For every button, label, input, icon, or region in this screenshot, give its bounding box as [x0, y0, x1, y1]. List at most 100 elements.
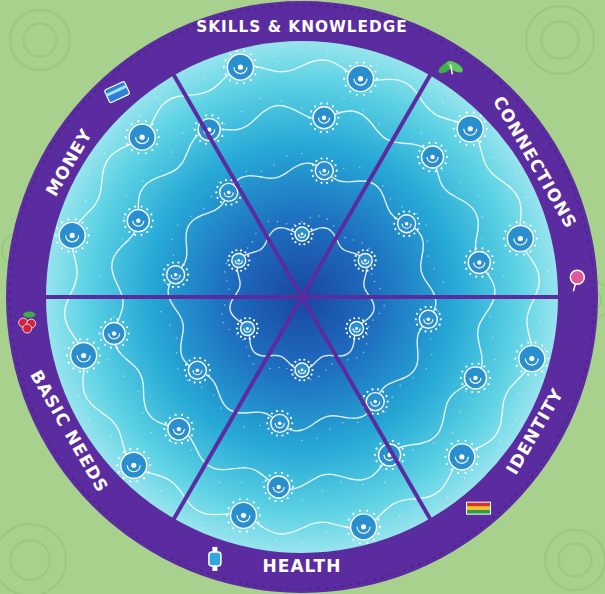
motif-dot	[217, 140, 219, 142]
dot-trail	[286, 368, 288, 370]
background-swirl	[10, 540, 50, 580]
dot-trail	[412, 449, 414, 451]
motif-ring	[398, 215, 416, 233]
motif-ring	[449, 444, 475, 470]
motif-dot	[465, 144, 467, 146]
motif-dot	[236, 50, 238, 52]
motif-dot	[464, 472, 466, 474]
motif-dot	[239, 197, 241, 199]
motif-center	[468, 126, 473, 131]
dot-trail	[493, 157, 495, 159]
motif-dot	[370, 65, 372, 67]
rim-icons	[19, 59, 585, 571]
motif-dot	[419, 308, 421, 310]
dot-trail	[260, 171, 262, 173]
motif-dot	[366, 510, 368, 512]
motif-dot	[116, 347, 118, 349]
dot-trail	[171, 441, 173, 443]
dot-trail	[372, 319, 374, 321]
dot-trail	[182, 132, 184, 134]
motif-dot	[375, 460, 377, 462]
dot-trail	[322, 490, 324, 492]
dot-trail	[176, 337, 178, 339]
motif-dot	[100, 326, 102, 328]
motif-dot	[81, 221, 83, 223]
motif-dot	[257, 507, 259, 509]
motif-dot	[220, 201, 222, 203]
dot-trail	[243, 426, 245, 428]
dot-trail	[402, 206, 404, 208]
dot-trail	[262, 481, 264, 483]
dot-trail	[399, 515, 401, 517]
dot-trail	[110, 435, 112, 437]
motif-dot	[460, 377, 462, 379]
dot-trail	[281, 100, 283, 102]
motif-dot	[122, 451, 124, 453]
circle-motif	[266, 410, 293, 437]
motif-dot	[162, 274, 164, 276]
motif-dot	[446, 463, 448, 465]
dot-trail	[518, 393, 520, 395]
motif-dot	[343, 78, 345, 80]
motif-dot	[182, 283, 184, 285]
dot-trail	[374, 281, 376, 283]
motif-dot	[509, 250, 511, 252]
motif-dot	[286, 432, 288, 434]
motif-dot	[266, 422, 268, 424]
motif-dot	[97, 362, 99, 364]
motif-dot	[355, 264, 357, 266]
dot-trail	[378, 123, 380, 125]
motif-center	[246, 327, 249, 330]
band-icon	[467, 510, 491, 514]
motif-dot	[311, 170, 313, 172]
motif-dot	[136, 448, 138, 450]
motif-dot	[55, 234, 57, 236]
motif-dot	[134, 205, 136, 207]
dot-trail	[362, 484, 364, 486]
sector-divider	[302, 42, 449, 297]
motif-ring	[348, 66, 374, 92]
motif-dot	[253, 527, 255, 529]
motif-dot	[223, 129, 225, 131]
motif-dot	[440, 145, 442, 147]
motif-dot	[374, 454, 376, 456]
motif-dot	[129, 480, 131, 482]
motif-dot	[118, 471, 120, 473]
motif-dot	[136, 480, 138, 482]
motif-dot	[418, 223, 420, 225]
motif-dot	[67, 218, 69, 220]
dot-trail	[540, 321, 542, 323]
circle-motif	[415, 306, 442, 333]
motif-ring	[71, 343, 97, 369]
circle-motif	[308, 103, 339, 133]
dot-trail	[293, 372, 295, 374]
motif-dot	[244, 268, 246, 270]
motif-dot	[239, 530, 241, 532]
dot-trail	[526, 223, 528, 225]
motif-dot	[156, 129, 158, 131]
motif-dot	[231, 251, 233, 253]
motif-dot	[265, 492, 267, 494]
motif-center	[518, 236, 523, 241]
motif-dot	[152, 220, 154, 222]
dot-trail	[176, 352, 178, 354]
motif-dot	[249, 317, 251, 319]
motif-dot	[352, 539, 354, 541]
motif-dot	[128, 208, 130, 210]
motif-dot	[303, 223, 305, 225]
dot-trail	[416, 213, 418, 215]
motif-dot	[479, 141, 481, 143]
dot-trail	[245, 171, 247, 173]
circle-motif	[417, 142, 448, 172]
motif-dot	[461, 370, 463, 372]
motif-dot	[129, 448, 131, 450]
circle-motif	[123, 205, 154, 235]
motif-dot	[122, 344, 124, 346]
motif-dot	[145, 152, 147, 154]
motif-dot	[314, 128, 316, 130]
motif-dot	[315, 179, 317, 181]
motif-dot	[287, 475, 289, 477]
motif-dot	[310, 237, 312, 239]
motif-dot	[376, 78, 378, 80]
motif-dot	[269, 497, 271, 499]
